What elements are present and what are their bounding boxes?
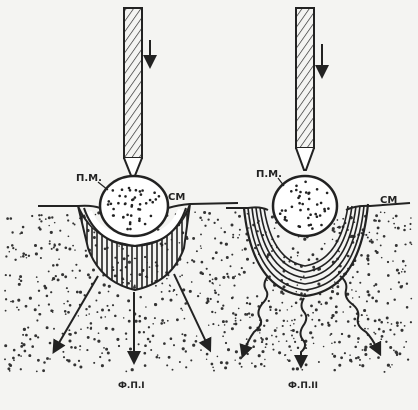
right-surface-line bbox=[226, 207, 268, 210]
left-surface-label: СМ bbox=[168, 192, 185, 203]
right-diagram: П.М. СМ Ф.П.II bbox=[226, 8, 410, 391]
left-surface-line bbox=[38, 206, 100, 208]
left-capillary bbox=[124, 8, 150, 178]
right-front-label: Ф.П.II bbox=[288, 381, 318, 391]
left-front-label: Ф.П.I bbox=[118, 381, 145, 391]
right-capillary bbox=[296, 8, 322, 170]
left-diagram: П.М. СМ Ф.П.I bbox=[38, 8, 238, 391]
left-bubble bbox=[100, 176, 168, 236]
right-surface-label: СМ bbox=[380, 195, 397, 206]
porous-medium-dots bbox=[4, 211, 412, 373]
